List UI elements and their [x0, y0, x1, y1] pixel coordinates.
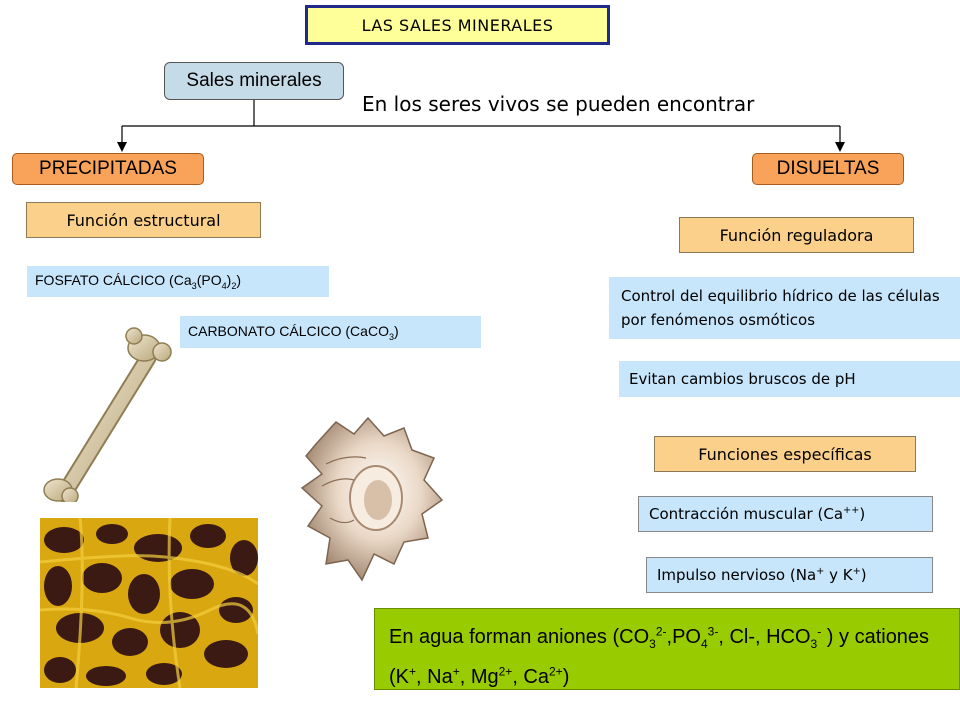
note-box: En agua forman aniones (CO32-,PO43-, Cl-…	[374, 608, 960, 690]
item-control-label: Control del equilibrio hídrico de las cé…	[621, 287, 940, 329]
function-reguladora: Función reguladora	[679, 217, 914, 253]
item-control-hidrico: Control del equilibrio hídrico de las cé…	[609, 277, 960, 339]
arrow-right	[835, 142, 845, 152]
branch-precipitadas: PRECIPITADAS	[12, 153, 204, 185]
function-estructural: Función estructural	[26, 202, 261, 238]
item-evitan-ph: Evitan cambios bruscos de pH	[619, 361, 960, 397]
shell-image	[300, 416, 444, 582]
branch-disueltas: DISUELTAS	[752, 153, 904, 185]
item-carbonato: CARBONATO CÁLCICO (CaCO3)	[180, 316, 481, 348]
item-fosfato-label: FOSFATO CÁLCICO (Ca3(PO4)2)	[35, 272, 242, 291]
item-contraccion-label: Contracción muscular (Ca++)	[649, 505, 866, 523]
subtitle: En los seres vivos se pueden encontrar	[362, 92, 755, 116]
item-contraccion: Contracción muscular (Ca++)	[638, 496, 933, 532]
root-node: Sales minerales	[164, 62, 344, 100]
item-impulso-label: Impulso nervioso (Na+ y K+)	[657, 566, 867, 584]
page-title: LAS SALES MINERALES	[305, 5, 610, 45]
item-impulso: Impulso nervioso (Na+ y K+)	[646, 557, 933, 593]
bone-image	[43, 327, 172, 502]
item-fosfato: FOSFATO CÁLCICO (Ca3(PO4)2)	[27, 266, 329, 297]
arrow-left	[117, 142, 127, 152]
function-especificas: Funciones específicas	[654, 436, 916, 472]
note-text: En agua forman aniones (CO32-,PO43-, Cl-…	[389, 624, 930, 689]
bone-tissue-image	[40, 518, 258, 688]
item-carbonato-label: CARBONATO CÁLCICO (CaCO3)	[188, 322, 399, 342]
